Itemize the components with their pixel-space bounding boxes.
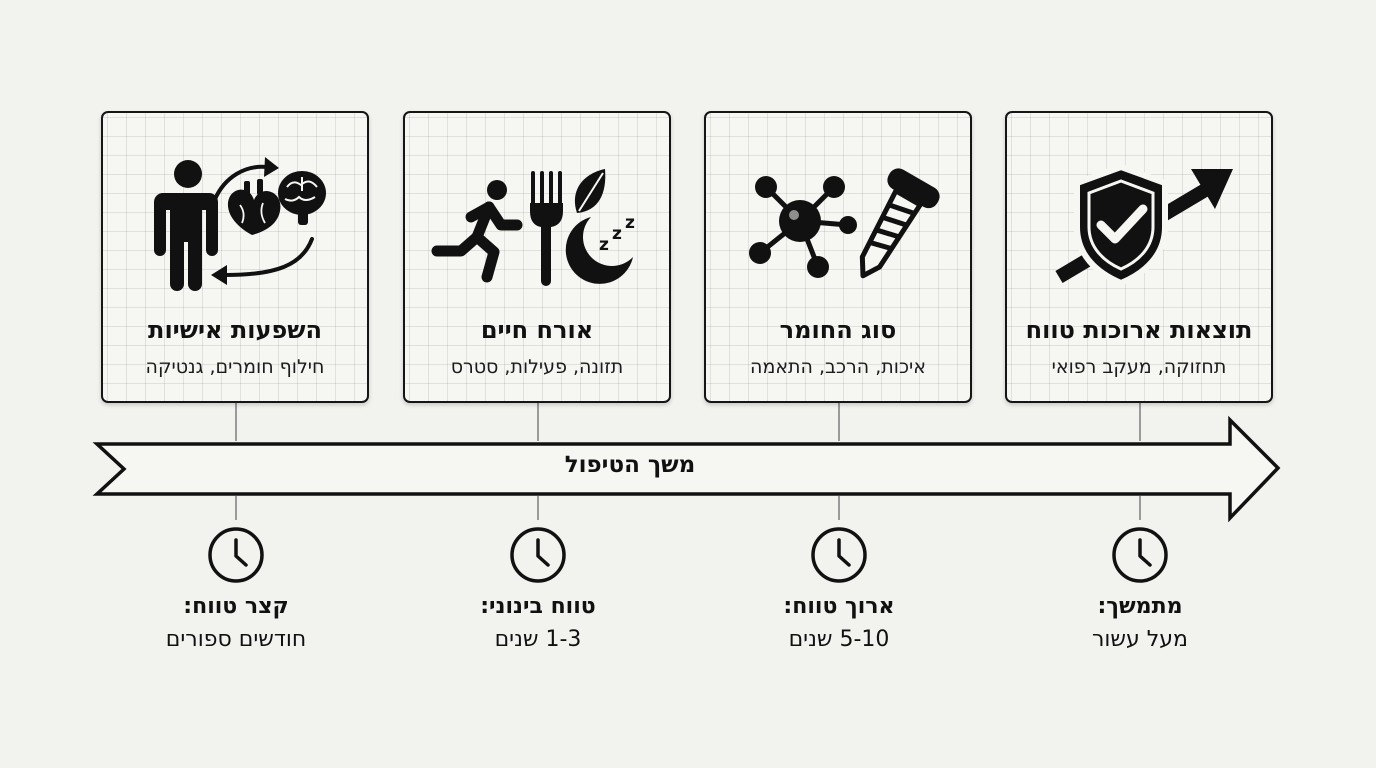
material-type-icon bbox=[749, 168, 940, 279]
connector-line bbox=[537, 496, 539, 520]
connector-line bbox=[537, 403, 539, 441]
timeline-value: חודשים ספורים bbox=[165, 627, 307, 652]
connector-line bbox=[235, 496, 237, 520]
svg-text:z: z bbox=[612, 224, 622, 244]
fork-icon bbox=[530, 171, 563, 286]
arrow-label: משך הטיפול bbox=[564, 452, 696, 478]
timeline-value: 5-10 שנים bbox=[788, 627, 890, 652]
card-lifestyle: z z z אורח חיים תזונה, פעילות, סטרס bbox=[403, 111, 671, 403]
card-material-type: סוג החומר איכות, הרכב, התאמה bbox=[704, 111, 972, 403]
running-person-icon bbox=[431, 180, 523, 283]
card-subtitle: חילוף חומרים, גנטיקה bbox=[145, 356, 325, 378]
card-title: אורח חיים bbox=[480, 316, 594, 344]
connector-line bbox=[838, 403, 840, 441]
connector-line bbox=[1139, 403, 1141, 441]
lifestyle-icon: z z z bbox=[431, 169, 635, 286]
timeline-label: טווח בינוני: bbox=[480, 594, 596, 619]
svg-text:z: z bbox=[599, 235, 609, 255]
timeline-label: מתמשך: bbox=[1097, 594, 1183, 619]
molecule-icon bbox=[749, 176, 857, 278]
timeline-label: קצר טווח: bbox=[183, 594, 289, 619]
card-long-term-results: תוצאות ארוכות טווח תחזוקה, מעקב רפואי bbox=[1005, 111, 1273, 403]
connector-line bbox=[235, 403, 237, 441]
card-subtitle: איכות, הרכב, התאמה bbox=[750, 356, 926, 378]
implant-screw-icon bbox=[859, 168, 940, 279]
shield-check-icon bbox=[1074, 164, 1168, 286]
clock-icon bbox=[208, 527, 264, 583]
svg-text:z: z bbox=[625, 213, 635, 233]
connector-line bbox=[1139, 496, 1141, 520]
clock-icon bbox=[1112, 527, 1168, 583]
long-term-results-icon bbox=[1055, 164, 1233, 286]
card-personal-influences: השפעות אישיות חילוף חומרים, גנטיקה bbox=[101, 111, 369, 403]
connector-line bbox=[838, 496, 840, 520]
card-subtitle: תזונה, פעילות, סטרס bbox=[450, 356, 624, 378]
card-title: השפעות אישיות bbox=[148, 316, 322, 344]
personal-influences-icon bbox=[154, 157, 326, 291]
card-subtitle: תחזוקה, מעקב רפואי bbox=[1051, 356, 1227, 378]
timeline-value: מעל עשור bbox=[1092, 627, 1188, 652]
card-title: תוצאות ארוכות טווח bbox=[1025, 316, 1253, 344]
sleep-leaf-icon: z z z bbox=[565, 169, 635, 284]
card-title: סוג החומר bbox=[779, 316, 897, 344]
clock-icon bbox=[510, 527, 566, 583]
clock-icon bbox=[811, 527, 867, 583]
timeline-value: 1-3 שנים bbox=[494, 627, 582, 652]
timeline-label: ארוך טווח: bbox=[783, 594, 895, 619]
